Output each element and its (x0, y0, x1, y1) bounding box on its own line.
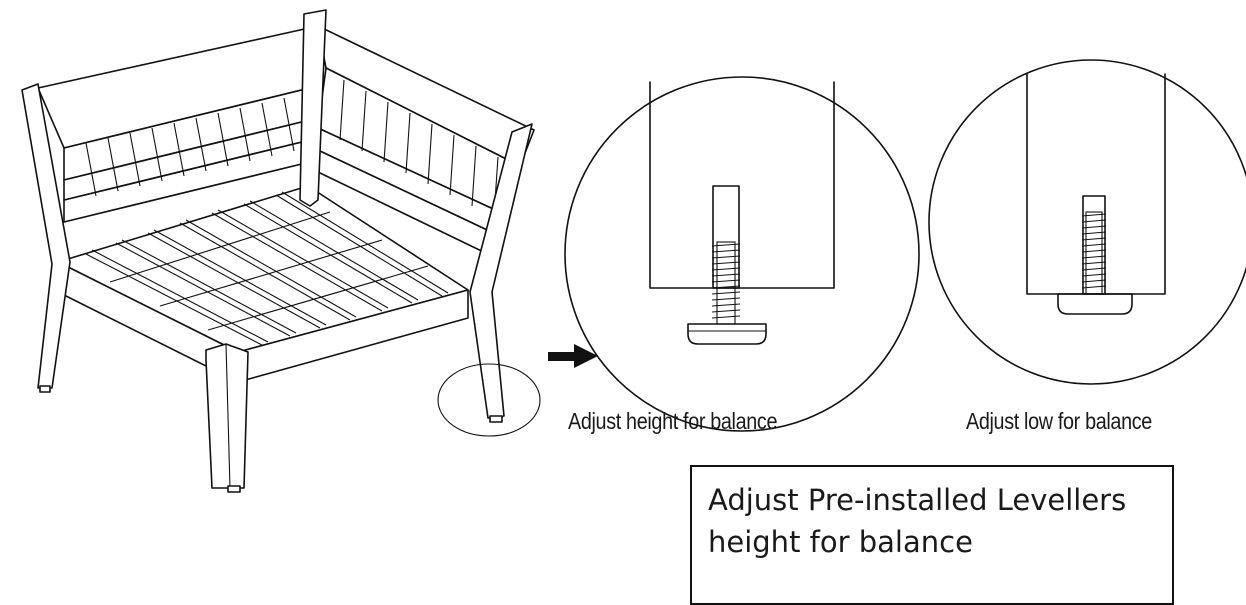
leveller-pad-lowered (1057, 293, 1133, 315)
detail-circle-raised (564, 76, 920, 432)
back-corner-post (299, 9, 327, 207)
instruction-note-text: Adjust Pre-installed Levellers height fo… (708, 483, 1127, 559)
leveller-highlight-circle (437, 363, 541, 437)
seat-slats (85, 191, 449, 346)
back-left-post (21, 83, 71, 389)
detail-circle-lowered (928, 59, 1246, 385)
leveller-foot-right (489, 415, 503, 423)
back-right-post (469, 123, 533, 419)
caption-adjust-low: Adjust low for balance (966, 408, 1152, 434)
threaded-rod (711, 241, 741, 325)
caption-adjust-height: Adjust height for balance (568, 408, 778, 434)
corner-chair-illustration (21, 9, 541, 493)
leveller-foot-front (227, 485, 241, 493)
leveller-foot-left (39, 385, 51, 393)
assembly-diagram (21, 9, 1246, 493)
left-backrest (37, 25, 319, 223)
threaded-rod-lowered (1081, 211, 1107, 295)
leveller-pad-raised (687, 323, 767, 345)
instruction-note-box: Adjust Pre-installed Levellers height fo… (690, 465, 1174, 605)
right-arrow-icon (548, 344, 598, 368)
